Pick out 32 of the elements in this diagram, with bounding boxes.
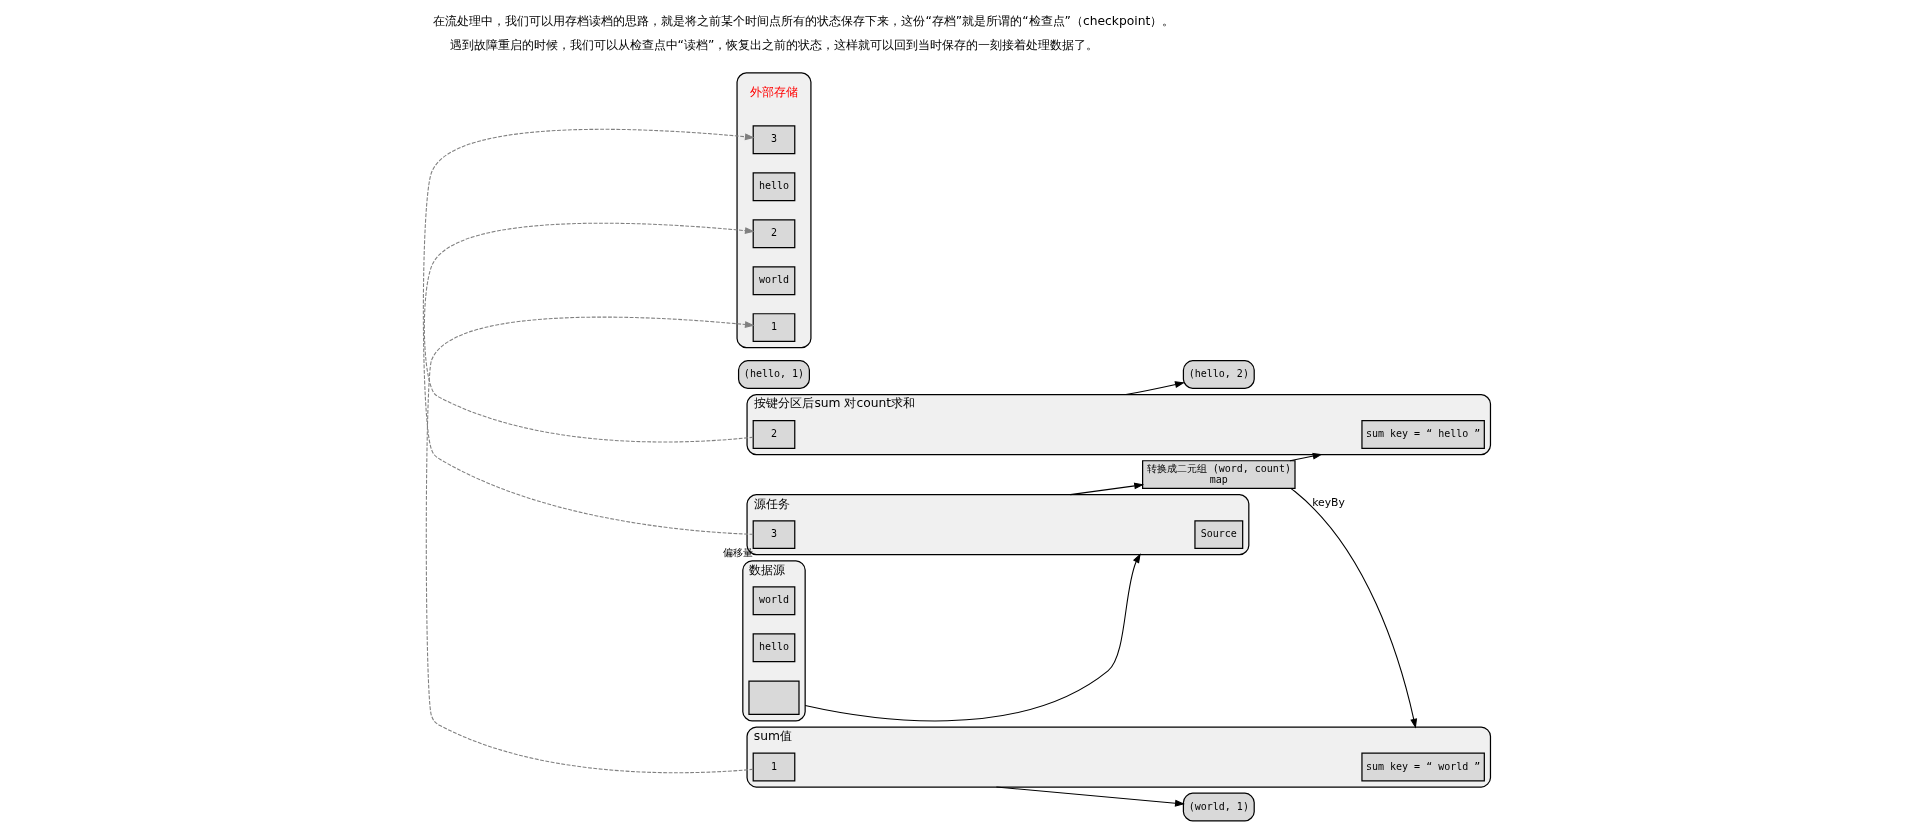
arrow [1125, 380, 1185, 395]
arrow [1069, 482, 1145, 495]
arrow [422, 128, 755, 535]
node-box: 2 [752, 419, 796, 449]
node-box: 3 [752, 519, 796, 549]
node-label: 外部存储 [749, 84, 798, 99]
caption: 遇到故障重启的时候，我们可以从检查点中“读档”，恢复出之前的状态，这样就可以回到当时保存的一刻接着处理数据了。 [449, 37, 1099, 52]
node-box: 1 [752, 312, 796, 342]
arrow [423, 222, 755, 442]
node-box: (world, 1) [1182, 792, 1255, 822]
arrow [995, 786, 1185, 807]
node-box: world [752, 585, 796, 615]
cluster [736, 71, 812, 348]
node-box: 3 [752, 124, 796, 154]
node-box [748, 680, 800, 715]
node-box: (hello, 2) [1182, 359, 1255, 389]
node-box: Source [1194, 519, 1244, 549]
arrow [1289, 452, 1323, 461]
arrow [425, 316, 755, 773]
node-box: 2 [752, 218, 796, 248]
node-box: 转换成二元组 (word, count) map [1142, 459, 1296, 489]
arrow [1290, 487, 1418, 729]
node-box: sum key = “ world ” [1361, 752, 1485, 781]
diagram-title: 在流处理中，我们可以用存档读档的思路，就是将之前某个时间点所有的状态保存下来，这份“存档”就是所谓的“检查点”（checkpoint）。 [433, 13, 1175, 28]
node-box: hello [752, 171, 796, 201]
node-box: 1 [752, 752, 796, 781]
node-box: (hello, 1) [737, 359, 810, 389]
edge-label: keyBy [1312, 495, 1345, 509]
node-box: world [752, 265, 796, 295]
node-box: hello [752, 632, 796, 662]
arrow [804, 552, 1141, 721]
node-box: sum key = “ hello ” [1361, 419, 1485, 449]
